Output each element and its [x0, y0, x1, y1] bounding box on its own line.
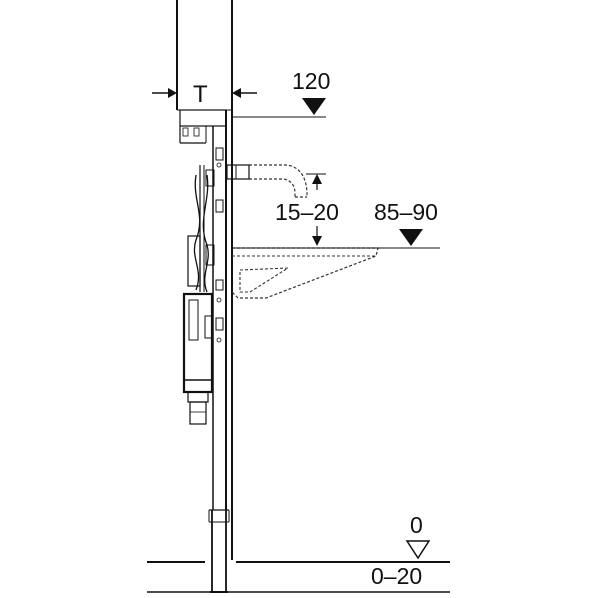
spout-offset-label: 15–20 [275, 199, 339, 225]
height-120-marker: 120 [232, 68, 330, 118]
frame-post [212, 110, 233, 560]
depth-dimension: T [152, 81, 257, 108]
spout-offset-dimension: 15–20 [275, 173, 339, 246]
basin-rim-label: 85–90 [374, 199, 438, 225]
floor-lines [147, 561, 450, 593]
floor-range-label: 0–20 [371, 563, 422, 589]
basin-rim-marker: 85–90 [232, 199, 440, 249]
frame-leg [208, 509, 230, 593]
depth-label: T [193, 81, 208, 108]
control-box [182, 292, 214, 425]
washbasin [231, 247, 379, 299]
floor-zero-marker: 0 [405, 512, 431, 560]
side-mechanics [187, 165, 215, 293]
tap-connector [226, 164, 308, 198]
floor-zero-label: 0 [410, 512, 423, 538]
frame-head [179, 109, 227, 144]
height-120-label: 120 [292, 68, 330, 94]
